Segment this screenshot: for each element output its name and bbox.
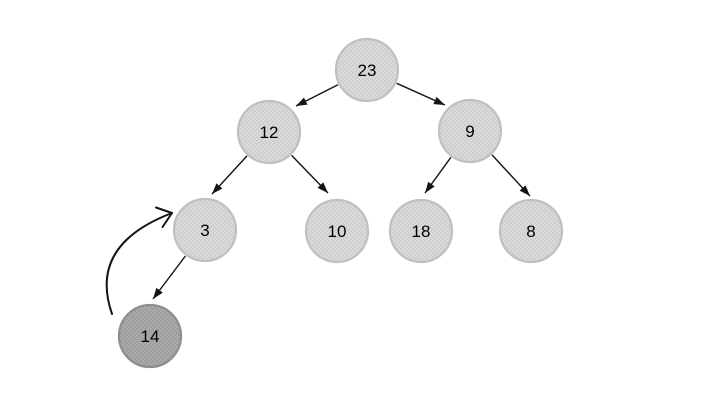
tree-node-label: 14: [141, 327, 160, 346]
tree-node-12: 12: [236, 99, 302, 165]
tree-node-circle: [304, 198, 370, 264]
tree-node-circle: [172, 197, 238, 263]
edge-23-12: [295, 84, 339, 107]
tree-node-10: 10: [304, 198, 370, 264]
tree-node-circle: [498, 198, 564, 264]
tree-node-label: 10: [328, 222, 347, 241]
tree-node-label: 23: [358, 61, 377, 80]
swap-arrow-open-head-barb-1: [155, 206, 173, 214]
tree-node-label: 9: [465, 122, 474, 141]
edge-3-14: [152, 255, 186, 300]
tree-node-23: 23: [334, 37, 400, 103]
edge-12-3: [211, 155, 248, 195]
edge-9-8: [491, 154, 531, 197]
swap-arrow-curve: [105, 212, 173, 315]
tree-node-8: 8: [498, 198, 564, 264]
tree-node-circle: [388, 198, 454, 264]
tree-node-circle: [437, 98, 503, 164]
tree-node-circle: [334, 37, 400, 103]
edge-9-18: [424, 156, 452, 194]
edge-23-9: [396, 82, 446, 106]
swap-arrow-14-3: [105, 206, 173, 315]
tree-node-label: 12: [260, 123, 279, 142]
tree-node-label: 8: [526, 222, 535, 241]
tree-node-14: 14: [117, 303, 183, 369]
tree-node-label: 18: [412, 222, 431, 241]
tree-node-18: 18: [388, 198, 454, 264]
tree-node-circle: [117, 303, 183, 369]
tree-node-circle: [236, 99, 302, 165]
edge-12-10: [291, 154, 329, 194]
tree-nodes: 23 12 9 3 10 18 8 14: [117, 37, 564, 369]
tree-node-9: 9: [437, 98, 503, 164]
swap-arrow-open-head-barb-2: [161, 212, 173, 228]
tree-edges: [152, 82, 531, 300]
tree-node-label: 3: [200, 221, 209, 240]
tree-node-3: 3: [172, 197, 238, 263]
